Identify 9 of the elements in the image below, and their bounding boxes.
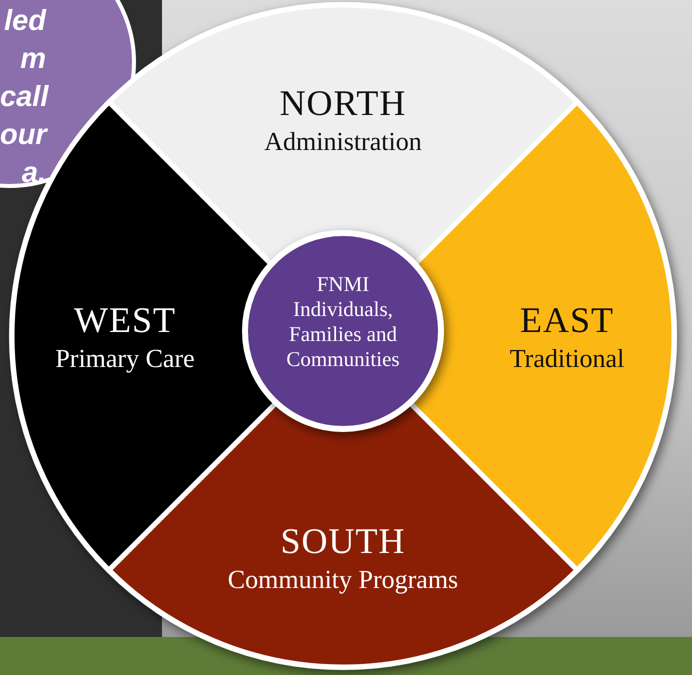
direction-heading: WEST <box>73 300 177 340</box>
quadrant-label: Traditional <box>508 344 626 374</box>
quadrant-label: Administration <box>263 127 423 157</box>
center-label: FNMI Individuals, Families and Communities <box>285 272 401 372</box>
quadrant-label: Primary Care <box>54 344 196 374</box>
quadrant-label: Community Programs <box>226 565 460 595</box>
direction-heading: SOUTH <box>279 521 406 561</box>
direction-heading: EAST <box>519 300 615 340</box>
direction-heading: NORTH <box>278 83 408 123</box>
